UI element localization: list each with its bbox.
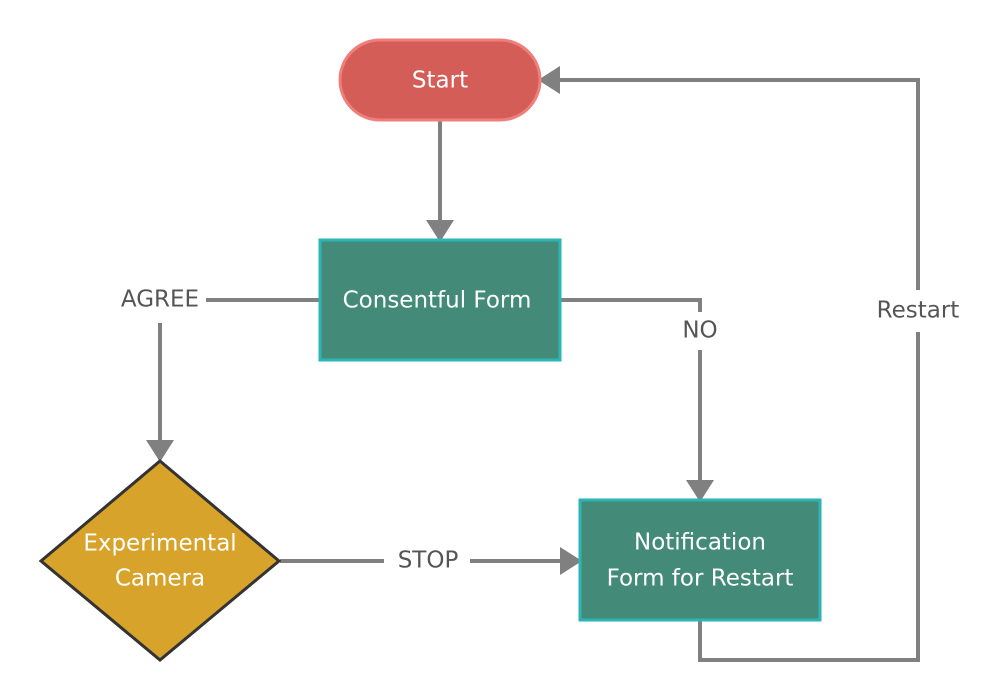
edge-label-stop: STOP	[398, 548, 459, 574]
notification-form-node[interactable]: Notification Form for Restart	[578, 498, 822, 622]
experimental-camera-node-line-2: Camera	[115, 566, 205, 592]
consent-form-node[interactable]: Consentful Form	[318, 238, 562, 362]
experimental-camera-node-shape	[38, 459, 282, 662]
start-node[interactable]: Start	[338, 38, 542, 122]
start-node-label: Start	[412, 68, 468, 94]
experimental-camera-node[interactable]: Experimental Camera	[38, 459, 282, 662]
notification-form-node-line-1: Notification	[634, 530, 766, 556]
edge-label-restart: Restart	[877, 298, 960, 324]
edge-consent-to-camera	[146, 298, 320, 462]
notification-form-node-line-2: Form for Restart	[607, 566, 794, 592]
experimental-camera-node-line-1: Experimental	[83, 531, 236, 557]
notification-form-node-shape	[578, 498, 822, 622]
edge-label-agree: AGREE	[121, 287, 199, 313]
edge-consent-to-notify	[560, 298, 714, 502]
edge-camera-to-notify	[280, 547, 582, 575]
edge-label-no: NO	[682, 318, 717, 344]
edge-start-to-consent	[426, 120, 454, 242]
consent-form-node-shape	[318, 238, 562, 362]
consent-form-node-label: Consentful Form	[343, 288, 532, 314]
start-node-shape	[338, 38, 542, 122]
edge-notify-to-start	[538, 66, 920, 662]
